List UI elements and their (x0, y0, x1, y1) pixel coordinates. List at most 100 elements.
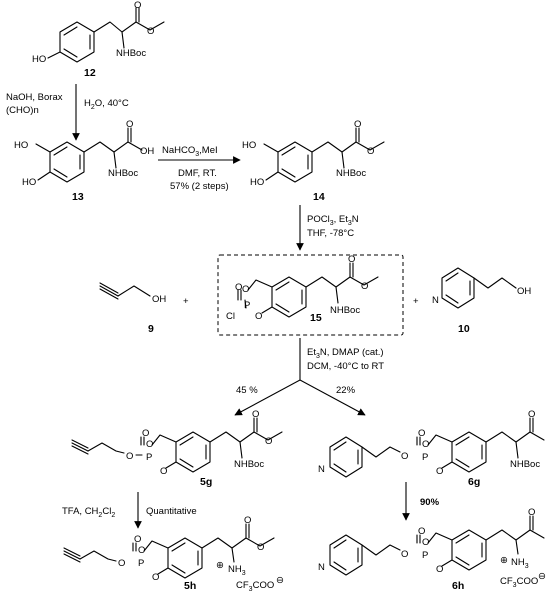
step6-yield: 90% (420, 497, 440, 508)
nhboc-label: NHBoc (116, 48, 146, 59)
hydroxymethyl-label: HO (14, 140, 28, 151)
compound-6g-number: 6g (468, 476, 480, 488)
trifluoroacetate-minus-charge: ⊖ (538, 571, 546, 582)
yield-6g: 22% (336, 385, 356, 396)
step5-yield: Quantitative (146, 506, 197, 517)
phosphoryl-oxygen-label: O (235, 282, 242, 293)
ring-oxygen-label: O (146, 439, 153, 450)
ammonium-label: NH3 (511, 557, 529, 570)
carbonyl-oxygen-label: O (354, 119, 361, 130)
aryl-oxygen-label: O (436, 564, 443, 575)
phosphoryl-oxygen-label: O (418, 428, 425, 439)
trifluoroacetate-label: CF3COO (500, 576, 538, 589)
phenol-hydroxyl-label: HO (22, 177, 36, 188)
compound-6g-structure: N O O O P O O NHBoc (318, 409, 545, 478)
ester-oxygen-label: O (147, 26, 154, 37)
nhboc-label: NHBoc (510, 459, 540, 470)
ester-oxygen-label: O (367, 146, 374, 157)
pyridine-nitrogen-label: N (318, 464, 325, 475)
compound-14-number: 14 (313, 191, 325, 203)
step2-reagent: NaHCO3,MeI (162, 145, 218, 158)
phosphoryl-oxygen-label: O (418, 526, 425, 537)
phosphoryl-oxygen-label: O (134, 534, 141, 545)
carbonyl-oxygen-label: O (134, 0, 141, 11)
carbonyl-oxygen-label: O (528, 507, 535, 518)
nhboc-label: NHBoc (336, 168, 366, 179)
plus-sign-right: + (413, 296, 419, 307)
compound-9-structure: OH (99, 282, 166, 305)
ring-oxygen-label: O (422, 439, 429, 450)
chloride-label: Cl (226, 311, 235, 322)
step3-reagents: POCl3, Et3N (307, 214, 359, 227)
compound-5g-number: 5g (200, 476, 212, 488)
acid-hydroxyl-label: OH (140, 146, 154, 157)
step4-conditions: DCM, -40°C to RT (307, 361, 384, 372)
ring-oxygen-label: O (138, 545, 145, 556)
compound-5g-structure: O O O P O O O NHBoc (71, 409, 283, 477)
compound-13-structure: HO HO O OH NHBoc (14, 119, 154, 188)
step1-reagent-a: NaOH, Borax (6, 92, 63, 103)
compound-6h-structure: N O O O P O O ⊕ NH3 CF3COO ⊖ (318, 507, 546, 589)
carbonyl-oxygen-label: O (252, 409, 259, 420)
aryl-oxygen-label: O (436, 466, 443, 477)
nhboc-label: NHBoc (330, 305, 360, 316)
trifluoroacetate-minus-charge: ⊖ (276, 575, 284, 586)
carbonyl-oxygen-label: O (348, 254, 355, 265)
step4-reagents: Et3N, DMAP (cat.) (307, 347, 384, 360)
ring-oxygen-label: O (422, 537, 429, 548)
phosphorus-label: P (422, 550, 428, 561)
alkyl-oxygen-label: O (401, 549, 408, 560)
hydroxyl-label: HO (32, 54, 46, 65)
compound-9-number: 9 (148, 323, 154, 335)
phosphorus-label: P (138, 558, 144, 569)
compound-12-structure: HO O O NHBoc (32, 0, 165, 65)
compound-15-number: 15 (310, 312, 322, 324)
aryl-oxygen-label: O (160, 466, 167, 477)
hydroxyl-label: OH (517, 286, 531, 297)
compound-14-structure: HO HO O O NHBoc (242, 119, 385, 188)
ammonium-label: NH3 (228, 564, 246, 577)
compound-15-highlight-box (217, 254, 404, 336)
aryl-oxygen-label: O (255, 311, 262, 322)
acid-carbonyl-oxygen-label: O (126, 119, 133, 130)
compound-15-structure: O O P Cl O O O NHBoc (226, 254, 379, 322)
phosphorus-label: P (244, 300, 250, 311)
compound-13-number: 13 (72, 191, 84, 203)
hydroxymethyl-label: HO (242, 140, 256, 151)
arrow-to-5g (234, 379, 301, 416)
compound-5h-number: 5h (184, 580, 196, 591)
phosphorus-label: P (422, 452, 428, 463)
ester-oxygen-label: O (361, 281, 368, 292)
ammonium-plus-charge: ⊕ (500, 555, 508, 566)
compound-6h-number: 6h (452, 580, 464, 591)
ester-oxygen-label: O (265, 436, 272, 447)
phosphorus-label: P (146, 452, 152, 463)
trifluoroacetate-label: CF3COO (236, 580, 274, 591)
plus-sign-left: + (183, 296, 189, 307)
compound-5h-structure: O O O P O O O ⊕ NH3 CF3COO ⊖ (63, 515, 284, 591)
phenol-hydroxyl-label: HO (250, 177, 264, 188)
arrow-to-6g (299, 379, 366, 416)
pyridine-nitrogen-label: N (432, 295, 439, 306)
step3-conditions: THF, -78°C (307, 228, 354, 239)
carbonyl-oxygen-label: O (244, 515, 251, 526)
carbonyl-oxygen-label: O (528, 409, 535, 420)
ammonium-plus-charge: ⊕ (216, 560, 224, 571)
ester-oxygen-label: O (257, 542, 264, 553)
alkyl-oxygen-label: O (118, 558, 125, 569)
step2-solvent: DMF, RT. (178, 168, 217, 179)
aryl-oxygen-label: O (152, 572, 159, 583)
ring-oxygen-label: O (242, 284, 249, 295)
phosphoryl-oxygen-label: O (142, 428, 149, 439)
step5-reagents: TFA, CH2Cl2 (62, 506, 115, 519)
alkyl-oxygen-label: O (126, 451, 133, 462)
nhboc-label: NHBoc (234, 459, 264, 470)
compound-10-structure: N OH (432, 267, 531, 309)
step2-yield: 57% (2 steps) (170, 181, 229, 192)
pyridine-nitrogen-label: N (318, 562, 325, 573)
alkyl-oxygen-label: O (401, 451, 408, 462)
yield-5g: 45 % (236, 385, 258, 396)
compound-10-number: 10 (458, 323, 470, 335)
hydroxyl-label: OH (152, 294, 166, 305)
